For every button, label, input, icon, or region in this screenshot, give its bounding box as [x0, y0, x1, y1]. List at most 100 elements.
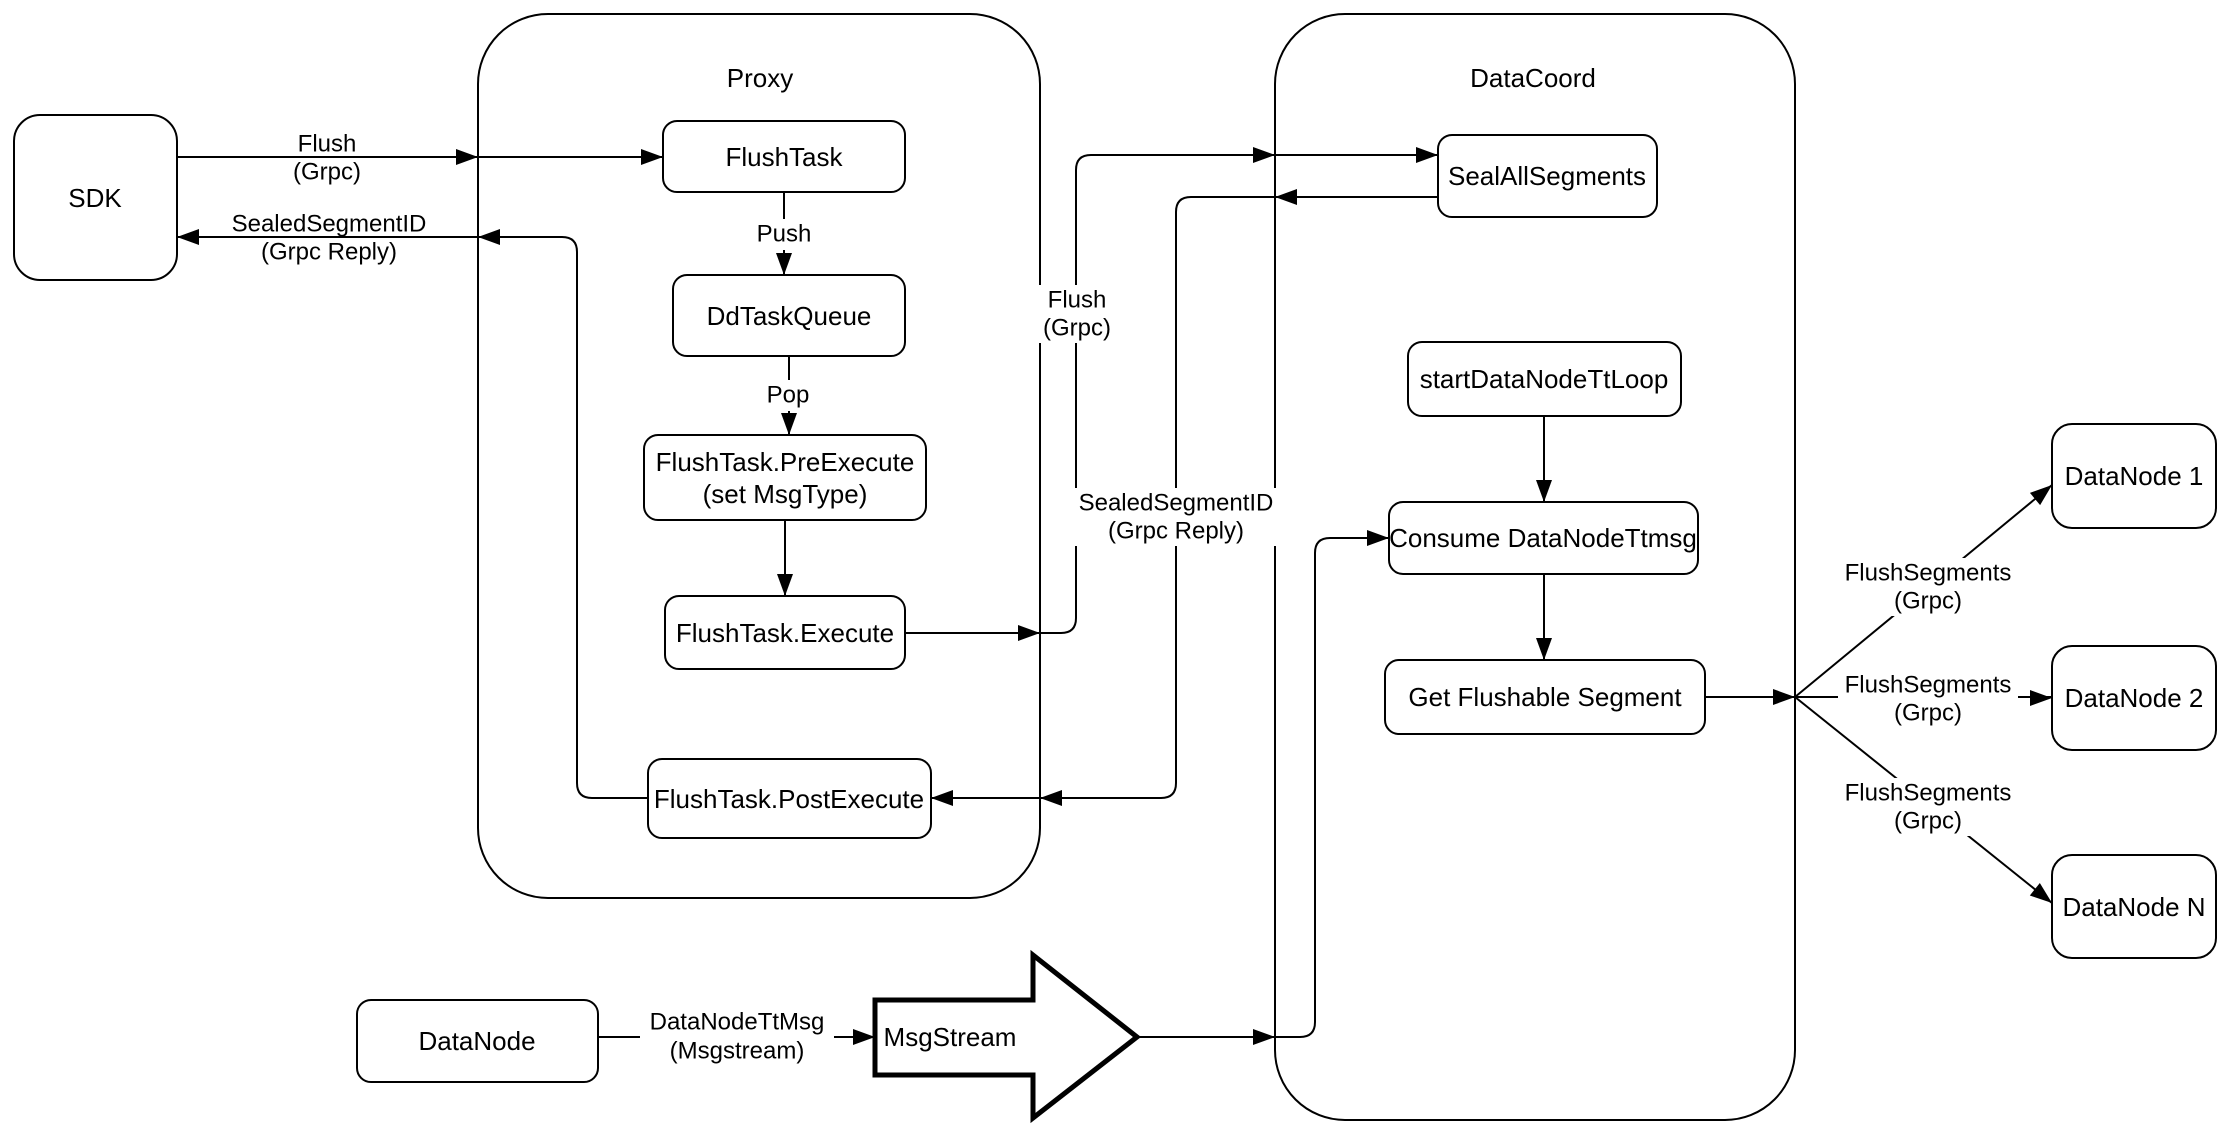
consumedatanodettmsg-box [1388, 501, 1699, 575]
sealed-reply-label-line1: SealedSegmentID [232, 211, 427, 238]
ddtaskqueue-box [672, 274, 906, 357]
node-startdatanodettloop: startDataNodeTtLoop [1407, 341, 1682, 417]
arrowhead-reply-at-proxy-edge [478, 229, 500, 245]
consumedatanodettmsg-label: Consume DataNodeTtmsg [1389, 523, 1697, 553]
node-getflushablesegment: Get Flushable Segment [1384, 659, 1706, 735]
msgstream-arrow-shape [872, 949, 1142, 1124]
datanoden-label: DataNode N [2062, 892, 2205, 922]
container-datacoord: DataCoord [1274, 13, 1796, 1121]
arrowhead-into-datanoden [2029, 883, 2052, 903]
postexecute-label: FlushTask.PostExecute [654, 784, 924, 814]
postexecute-box [647, 758, 932, 839]
arrowheads [177, 147, 2052, 1045]
arrowhead-reply-at-proxy-right-edge [1040, 790, 1062, 806]
node-execute: FlushTask.Execute [664, 595, 906, 670]
arrowhead-push-into-ddtaskqueue [776, 253, 792, 275]
datanoden-box [2051, 854, 2217, 959]
arrowhead-into-getflushable [1536, 638, 1552, 660]
node-postexecute: FlushTask.PostExecute [647, 758, 932, 839]
container-proxy: Proxy [477, 13, 1041, 899]
sealallsegments-label: SealAllSegments [1448, 161, 1646, 191]
push-label-bg [752, 219, 816, 250]
sealed-reply-label-line2: (Grpc Reply) [261, 239, 397, 266]
sdk-label: SDK [68, 183, 122, 213]
sealed-mid-label-line1: SealedSegmentID [1079, 490, 1274, 517]
ddtaskqueue-label: DdTaskQueue [707, 301, 872, 331]
getflushablesegment-label: Get Flushable Segment [1408, 682, 1682, 712]
node-sealallsegments: SealAllSegments [1437, 134, 1658, 218]
node-preexecute: FlushTask.PreExecute (set MsgType) [643, 434, 927, 521]
node-sdk: SDK [13, 114, 178, 281]
datanode-bottom-box [356, 999, 599, 1083]
flushtask-box [662, 120, 906, 193]
edge-label-flushsegments-1: FlushSegments (Grpc) [1845, 560, 2012, 615]
flushtask-label: FlushTask [725, 142, 843, 172]
push-label: Push [757, 221, 812, 248]
arrowhead-flush-at-datacoord-edge [1253, 147, 1275, 163]
edge-label-flushsegments-2: FlushSegments (Grpc) [1845, 672, 2012, 727]
getflushablesegment-box [1384, 659, 1706, 735]
edge-execute-to-sealallsegments [905, 154, 1438, 634]
startdatanodettloop-box [1407, 341, 1682, 417]
arrowhead-pop-into-preexecute [781, 413, 797, 435]
proxy-container-title: Proxy [727, 63, 793, 93]
flushsegments1-label-line2: (Grpc) [1894, 588, 1962, 615]
flush-request-label-line1: Flush [298, 131, 357, 158]
node-datanode-bottom: DataNode [356, 999, 599, 1083]
arrowhead-msgstream-at-datacoord-edge [1253, 1029, 1275, 1045]
msgstream-label: MsgStream [884, 1022, 1017, 1052]
arrowhead-flush-at-proxy-right-edge [1018, 625, 1040, 641]
datacoord-container-box [1274, 13, 1796, 1121]
arrowhead-msgstream-into-consume [1367, 530, 1389, 546]
arrowhead-reply-at-datacoord-edge [1275, 189, 1297, 205]
proxy-container-box [477, 13, 1041, 899]
flush-mid-label-line2: (Grpc) [1043, 315, 1111, 342]
execute-label: FlushTask.Execute [676, 618, 894, 648]
arrowhead-flush-at-proxy-edge [456, 149, 478, 165]
flushsegments1-label-line1: FlushSegments [1845, 560, 2012, 587]
datanode-bottom-label: DataNode [418, 1026, 535, 1056]
pop-label: Pop [767, 382, 810, 409]
pop-label-bg [757, 380, 819, 411]
node-datanode2: DataNode 2 [2051, 645, 2217, 751]
sdk-box [13, 114, 178, 281]
node-flushtask: FlushTask [662, 120, 906, 193]
arrowhead-into-postexecute [931, 790, 953, 806]
edge-label-flush-request: Flush (Grpc) [293, 131, 361, 186]
flush-mid-label-bg [1038, 285, 1116, 343]
arrowhead-into-datanode2 [2030, 690, 2052, 706]
flushsegments3-label-bg [1838, 778, 2018, 836]
node-consumedatanodettmsg: Consume DataNodeTtmsg [1388, 501, 1699, 575]
sealed-mid-label-line2: (Grpc Reply) [1108, 518, 1244, 545]
flushsegments2-label-line2: (Grpc) [1894, 700, 1962, 727]
edge-label-datanodettmsg: DataNodeTtMsg (Msgstream) [650, 1009, 825, 1065]
edge-label-flush-mid: Flush (Grpc) [1043, 287, 1111, 342]
arrowhead-into-sealallsegments [1416, 147, 1438, 163]
node-msgstream: MsgStream [872, 949, 1142, 1124]
edge-postexecute-to-sdk [177, 236, 648, 799]
edge-label-sealed-mid: SealedSegmentID (Grpc Reply) [1079, 490, 1274, 545]
node-datanoden: DataNode N [2051, 854, 2217, 959]
datanode1-label: DataNode 1 [2065, 461, 2204, 491]
datanode2-label: DataNode 2 [2065, 683, 2204, 713]
flushsegments2-label-bg [1838, 670, 2018, 728]
datanodettmsg-label-line1: DataNodeTtMsg [650, 1009, 825, 1036]
datanodettmsg-label-bg [640, 1007, 834, 1067]
edge-msgstream-to-consume [1137, 537, 1389, 1038]
sealallsegments-box [1437, 134, 1658, 218]
datanode1-box [2051, 423, 2217, 529]
arrowhead-getflushable-at-datacoord-edge [1773, 689, 1795, 705]
preexecute-box [643, 434, 927, 521]
node-ddtaskqueue: DdTaskQueue [672, 274, 906, 357]
datanode2-box [2051, 645, 2217, 751]
edge-label-sealed-reply: SealedSegmentID (Grpc Reply) [232, 211, 427, 266]
flushsegments2-label-line1: FlushSegments [1845, 672, 2012, 699]
preexecute-label-line1: FlushTask.PreExecute [656, 447, 915, 477]
node-datanode1: DataNode 1 [2051, 423, 2217, 529]
flush-request-label-line2: (Grpc) [293, 159, 361, 186]
flush-mid-label-line1: Flush [1048, 287, 1107, 314]
arrowhead-flush-into-flushtask [641, 149, 663, 165]
arrowhead-into-execute [777, 574, 793, 596]
